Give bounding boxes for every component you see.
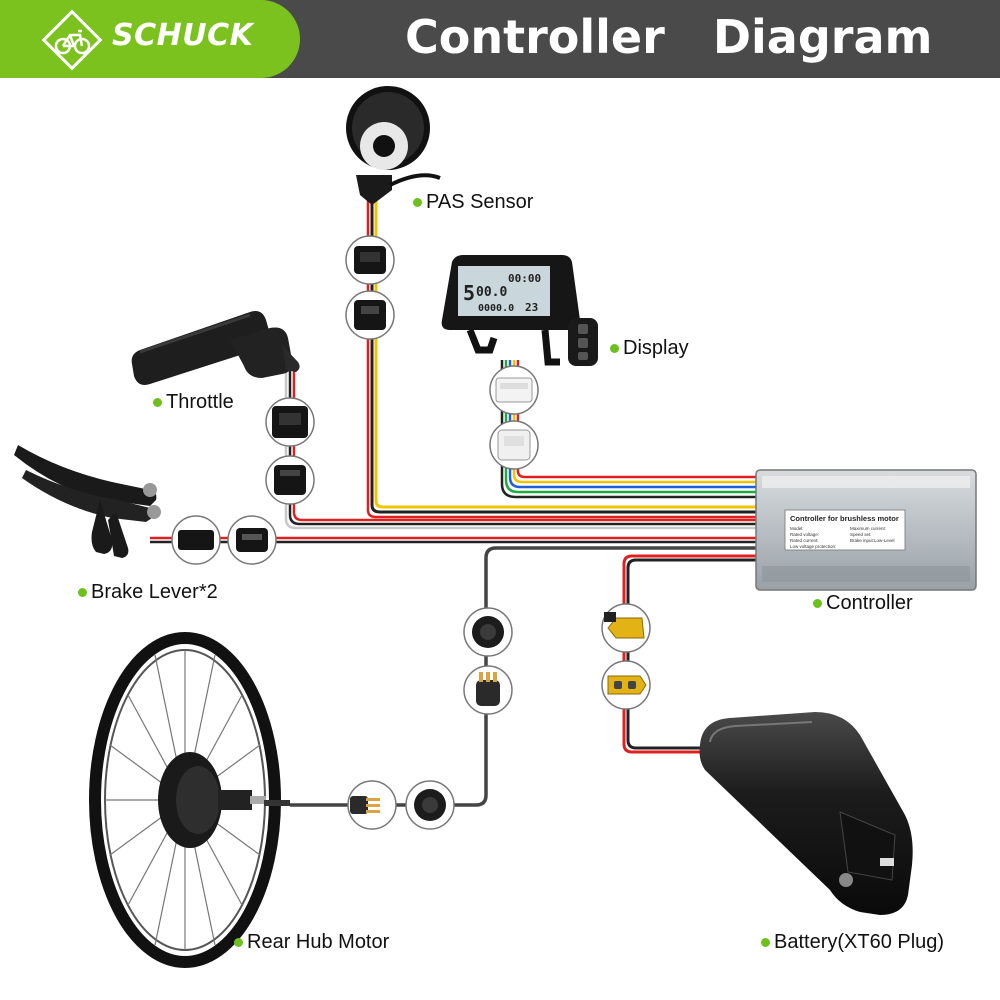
controller-unit: Controller for brushless motor Model: Ra…: [755, 469, 977, 591]
display-button-pad: [568, 318, 598, 366]
label-text: Throttle: [166, 391, 234, 413]
lcd-display: 5 00:00 00.0 0000.0 23: [441, 255, 581, 366]
page-title: Controller Diagram: [405, 10, 933, 64]
wire-group-pas: [366, 200, 760, 519]
brake-connector-female: [171, 515, 221, 565]
controller-plate-line6: Speed set:: [850, 532, 872, 537]
brake-connector-male: [227, 515, 277, 565]
brake-lever: [14, 445, 161, 558]
wire-group-battery: [622, 554, 760, 754]
header-bar: SCHUCK Controller Diagram: [0, 0, 1000, 78]
label-text: Battery(XT60 Plug): [774, 931, 945, 953]
label-bullet-icon: [610, 344, 619, 353]
label-display: Display: [610, 337, 689, 360]
wire-group-display: [500, 360, 760, 499]
motor-connector-female-bottom: [405, 780, 455, 830]
label-throttle: Throttle: [153, 391, 234, 414]
display-speed: 00.0: [476, 285, 507, 300]
wire-group-throttle: [284, 370, 760, 530]
label-text: Rear Hub Motor: [247, 931, 390, 953]
label-text: Brake Lever*2: [91, 581, 218, 603]
label-bullet-icon: [761, 938, 770, 947]
label-text: Controller: [826, 592, 913, 614]
pas-sensor: [346, 86, 441, 205]
controller-plate-line2: Rated voltage:: [790, 532, 819, 537]
label-pas-sensor: PAS Sensor: [413, 191, 533, 214]
label-bullet-icon: [234, 938, 243, 947]
label-bullet-icon: [153, 398, 162, 407]
controller-plate-line7: Brake input:Low-Level: [850, 538, 895, 543]
controller-plate-title: Controller for brushless motor: [790, 514, 899, 523]
pas-connector-female: [345, 235, 395, 285]
label-bullet-icon: [413, 198, 422, 207]
motor-connector-male-top: [463, 665, 513, 715]
label-brake-lever: Brake Lever*2: [78, 581, 218, 604]
label-bullet-icon: [813, 599, 822, 608]
label-rear-hub-motor: Rear Hub Motor: [234, 931, 389, 954]
label-text: Display: [623, 337, 689, 359]
brand-name: SCHUCK: [112, 18, 254, 53]
battery-xt60-connector-male: [601, 660, 651, 710]
throttle-grip: [131, 311, 300, 385]
logo-panel: SCHUCK: [0, 0, 300, 78]
label-text: PAS Sensor: [426, 191, 534, 213]
controller-plate-line3: Rated current:: [790, 538, 819, 543]
motor-connector-female-top: [463, 607, 513, 657]
throttle-connector-female: [265, 397, 315, 447]
display-connector-female: [489, 420, 539, 470]
label-battery: Battery(XT60 Plug): [761, 931, 944, 954]
controller-plate-line1: Model:: [790, 526, 804, 531]
rear-hub-motor-wheel: [89, 632, 290, 968]
display-connector-male: [489, 365, 539, 415]
label-controller: Controller: [813, 592, 913, 615]
display-temp: 23: [525, 301, 538, 314]
controller-plate-line5: Maximum current:: [850, 526, 886, 531]
bicycle-logo-icon: [41, 9, 103, 71]
battery-pack: [699, 712, 913, 915]
label-bullet-icon: [78, 588, 87, 597]
display-clock: 00:00: [508, 272, 541, 285]
controller-plate-line4: Low voltage protection:: [790, 544, 836, 549]
pas-connector-male: [345, 290, 395, 340]
display-odometer: 0000.0: [478, 303, 514, 314]
throttle-connector-male: [265, 455, 315, 505]
motor-connector-male-bottom: [347, 780, 397, 830]
wire-group-motor: [290, 546, 760, 807]
battery-xt60-connector-female: [601, 603, 651, 653]
display-digit-left: 5: [463, 281, 475, 305]
